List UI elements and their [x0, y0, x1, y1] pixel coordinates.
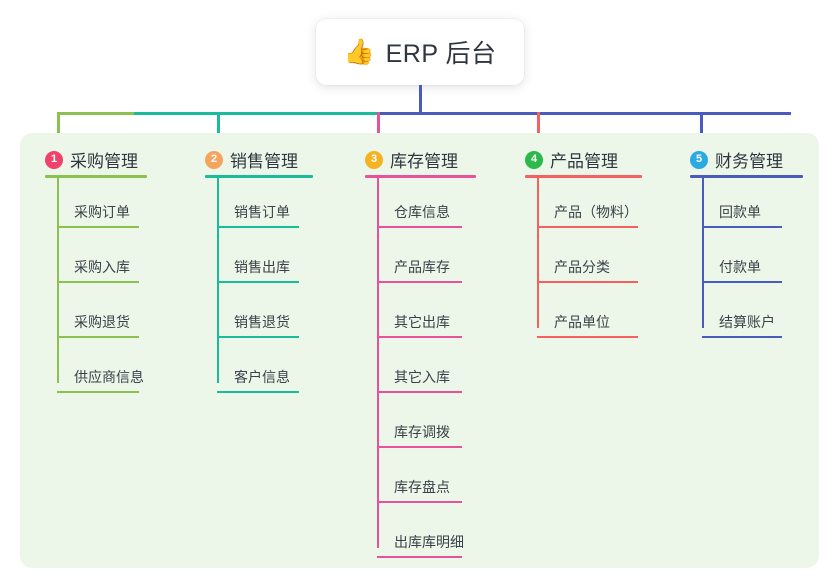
connector-bus-segment — [57, 112, 134, 115]
branch-leaf-rule — [377, 391, 462, 393]
branch-leaf-label: 采购退货 — [74, 314, 130, 330]
branch-leaf-rule — [57, 336, 139, 338]
branch-leaf-rule — [377, 556, 462, 558]
branch-leaf-rule — [217, 391, 299, 393]
branch-header-rule — [690, 175, 803, 178]
branch-leaf-label: 产品单位 — [554, 314, 610, 330]
branch-title: 采购管理 — [70, 152, 138, 171]
branch-number-badge: 1 — [45, 150, 63, 169]
branch-leaf-label: 销售订单 — [234, 204, 290, 220]
branch-leaf-label: 仓库信息 — [394, 204, 450, 220]
branch-leaf-rule — [377, 226, 462, 228]
branch-header-rule — [205, 175, 313, 178]
branch-leaf-label: 库存调拨 — [394, 424, 450, 440]
branch-header-rule — [365, 175, 476, 178]
connector-bus-segment — [134, 112, 377, 115]
root-node-card[interactable]: 👍 ERP 后台 — [316, 19, 524, 85]
branch-leaf-rule — [537, 226, 638, 228]
branch-leaf-label: 库存盘点 — [394, 479, 450, 495]
branch-trunk-line — [377, 178, 379, 548]
branch-header-4[interactable]: 4 产品管理 — [525, 147, 618, 172]
branch-header-2[interactable]: 2 销售管理 — [205, 147, 298, 172]
branch-leaf-label: 供应商信息 — [74, 369, 144, 385]
branch-leaf-rule — [377, 446, 462, 448]
branch-leaf-rule — [377, 501, 462, 503]
branch-leaf-label: 付款单 — [719, 259, 761, 275]
branch-title: 库存管理 — [390, 152, 458, 171]
branch-leaf-rule — [702, 226, 782, 228]
branch-leaf-label: 回款单 — [719, 204, 761, 220]
branch-leaf-label: 采购入库 — [74, 259, 130, 275]
branch-leaf-label: 采购订单 — [74, 204, 130, 220]
branch-number-badge: 4 — [525, 150, 543, 169]
branch-leaf-label: 客户信息 — [234, 369, 290, 385]
branch-leaf-rule — [377, 281, 462, 283]
branch-leaf-label: 其它出库 — [394, 314, 450, 330]
branch-header-rule — [45, 175, 147, 178]
branch-leaf-rule — [217, 281, 299, 283]
branch-header-rule — [525, 175, 642, 178]
branch-title: 产品管理 — [550, 152, 618, 171]
branch-leaf-rule — [57, 226, 139, 228]
branch-trunk-line — [537, 178, 539, 328]
root-stem-line — [419, 85, 422, 115]
thumbs-up-icon: 👍 — [343, 37, 375, 66]
branch-trunk-line — [57, 178, 59, 383]
branch-leaf-label: 结算账户 — [719, 314, 775, 330]
branch-leaf-rule — [537, 336, 638, 338]
branch-trunk-line — [217, 178, 219, 383]
connector-bus-segment — [377, 112, 791, 115]
branch-header-3[interactable]: 3 库存管理 — [365, 147, 458, 172]
branch-title: 财务管理 — [715, 152, 783, 171]
root-node-content: 👍 ERP 后台 — [343, 34, 496, 70]
branch-number-badge: 5 — [690, 150, 708, 169]
branch-leaf-rule — [537, 281, 638, 283]
branch-header-1[interactable]: 1 采购管理 — [45, 147, 138, 172]
branch-leaf-rule — [377, 336, 462, 338]
branch-leaf-rule — [217, 226, 299, 228]
branch-leaf-rule — [702, 281, 782, 283]
branch-number-badge: 2 — [205, 150, 223, 169]
branch-leaf-label: 销售出库 — [234, 259, 290, 275]
branches-panel: 1 采购管理采购订单采购入库采购退货供应商信息 2 销售管理销售订单销售出库销售退货客… — [20, 133, 819, 568]
branch-leaf-rule — [57, 281, 139, 283]
branch-title: 销售管理 — [230, 152, 298, 171]
root-node-title: ERP 后台 — [385, 40, 497, 68]
branch-leaf-label: 其它入库 — [394, 369, 450, 385]
branch-leaf-label: 产品分类 — [554, 259, 610, 275]
branch-leaf-label: 产品（物料） — [554, 204, 638, 220]
branch-header-5[interactable]: 5 财务管理 — [690, 147, 783, 172]
branch-trunk-line — [702, 178, 704, 328]
branch-leaf-label: 出库库明细 — [394, 534, 464, 550]
branch-number-badge: 3 — [365, 150, 383, 169]
branch-leaf-label: 销售退货 — [234, 314, 290, 330]
branch-leaf-rule — [57, 391, 139, 393]
branch-leaf-rule — [217, 336, 299, 338]
branch-leaf-label: 产品库存 — [394, 259, 450, 275]
branch-leaf-rule — [702, 336, 782, 338]
